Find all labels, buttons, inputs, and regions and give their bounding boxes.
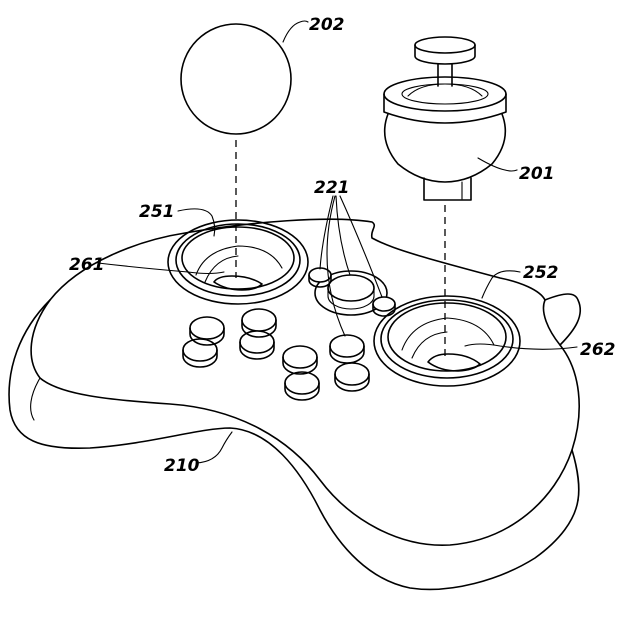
leader-202 <box>282 20 309 43</box>
leader-lines <box>97 20 578 464</box>
label-251: 251 <box>139 202 175 222</box>
left-stick-well <box>167 219 309 305</box>
leader-221c <box>339 195 383 298</box>
leader-221b <box>335 195 351 276</box>
joystick-module <box>383 36 507 201</box>
label-201: 201 <box>519 164 555 184</box>
leader-221d <box>326 195 346 337</box>
label-262: 262 <box>580 340 616 360</box>
leader-221a <box>319 195 334 270</box>
left-button-cluster <box>182 308 277 368</box>
label-221: 221 <box>314 178 350 198</box>
leader-251 <box>177 208 216 237</box>
controller-housing <box>8 218 582 591</box>
label-252: 252 <box>523 263 559 283</box>
leader-261 <box>97 262 225 275</box>
ball-cap <box>180 23 292 135</box>
label-202: 202 <box>309 15 345 35</box>
leader-210 <box>195 431 233 464</box>
right-stick-well <box>373 295 521 387</box>
leader-201 <box>477 157 518 172</box>
label-261: 261 <box>69 255 105 275</box>
leader-252 <box>481 270 521 299</box>
reference-numerals: 202 201 221 251 261 252 262 210 <box>69 15 616 476</box>
leader-262 <box>464 343 578 350</box>
label-210: 210 <box>164 456 200 476</box>
center-buttons <box>308 267 396 317</box>
lower-button-cluster <box>282 334 370 401</box>
